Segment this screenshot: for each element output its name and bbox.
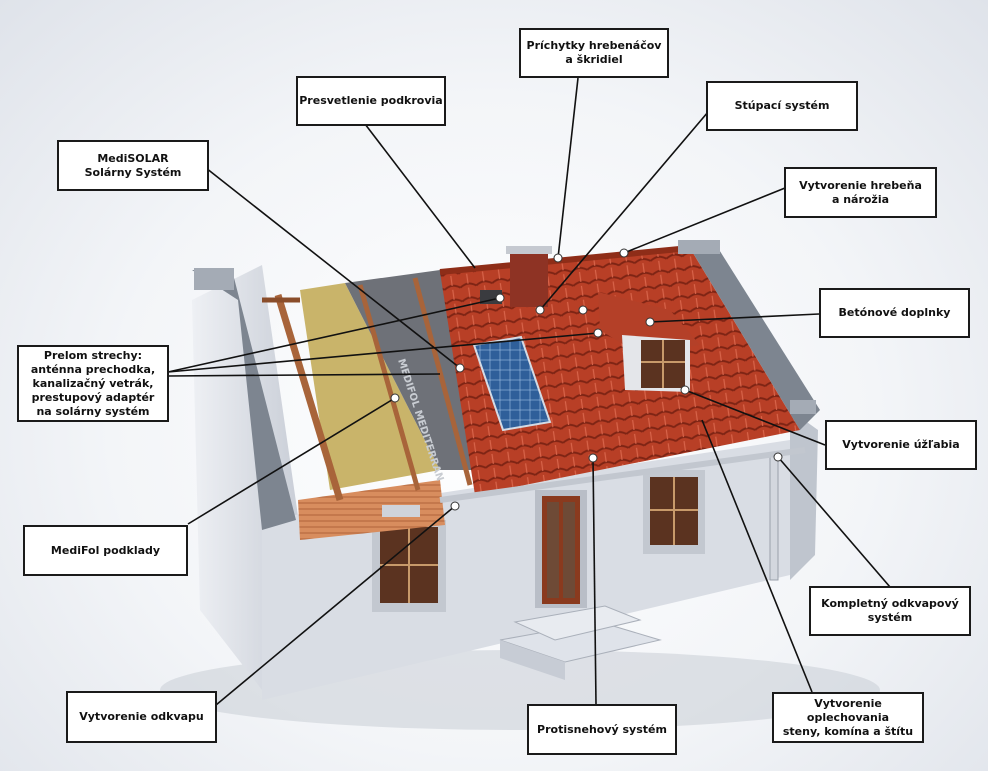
left-parapet-cap bbox=[194, 268, 234, 290]
label-uzlabie: Vytvorenie úžľabia bbox=[825, 420, 977, 470]
solar-panel bbox=[472, 335, 552, 432]
tiled-roof bbox=[440, 248, 800, 495]
eaves-flashing bbox=[382, 505, 420, 517]
dot-betonove bbox=[645, 317, 655, 327]
leader-prichytky bbox=[557, 77, 579, 259]
label-odkvap: Vytvorenie odkvapu bbox=[66, 691, 217, 743]
right-parapet bbox=[690, 248, 820, 430]
roof-ridge bbox=[439, 245, 691, 275]
eaves-boards bbox=[298, 480, 445, 540]
leader-odkvap bbox=[215, 505, 456, 706]
leader-uzlabie bbox=[684, 389, 826, 446]
dot-uzlabie bbox=[680, 385, 690, 395]
chimney bbox=[510, 252, 548, 307]
leader-presvetlenie bbox=[364, 123, 476, 269]
label-oplechovanie: Vytvorenie oplechovania steny, komína a … bbox=[772, 692, 924, 743]
dot-vent bbox=[495, 293, 505, 303]
dot-medifol bbox=[390, 393, 400, 403]
dot-odkvap bbox=[450, 501, 460, 511]
dot-protisnehovy bbox=[588, 453, 598, 463]
leader-betonove bbox=[649, 313, 820, 323]
leader-prelom-1 bbox=[167, 297, 501, 373]
leader-prelom-2 bbox=[167, 332, 599, 373]
dot-prichytky bbox=[553, 253, 563, 263]
downpipe bbox=[769, 454, 779, 581]
label-odkvapovy: Kompletný odkvapový systém bbox=[809, 586, 971, 636]
right-gable-wall bbox=[790, 410, 818, 580]
leader-lines bbox=[167, 77, 891, 706]
left-parapet bbox=[192, 270, 296, 530]
label-protisnehovy: Protisnehový systém bbox=[527, 704, 677, 755]
dot-odkvapovy bbox=[773, 452, 783, 462]
rafter bbox=[357, 284, 421, 491]
leader-odkvapovy bbox=[777, 456, 891, 588]
leader-hreben bbox=[623, 187, 786, 254]
label-prelom: Prelom strechy: anténna prechodka, kanal… bbox=[17, 345, 169, 422]
label-medisolar: MediSOLAR Solárny Systém bbox=[57, 140, 209, 191]
label-stupaci: Stúpací systém bbox=[706, 81, 858, 131]
rafter bbox=[274, 293, 344, 502]
leader-protisnehovy bbox=[592, 457, 597, 705]
label-presvetlenie: Presvetlenie podkrovia bbox=[296, 76, 446, 126]
label-hreben: Vytvorenie hrebeňa a nárožia bbox=[784, 167, 937, 218]
rafter bbox=[412, 277, 473, 486]
chimney-cap bbox=[506, 246, 552, 254]
right-parapet-cap bbox=[678, 240, 720, 254]
callout-dots bbox=[390, 248, 783, 511]
label-prichytky: Príchytky hrebenáčov a škridiel bbox=[519, 28, 669, 78]
leader-medifol bbox=[187, 397, 396, 525]
gutter bbox=[439, 447, 806, 503]
label-betonove: Betónové doplnky bbox=[819, 288, 970, 338]
dot-hreben bbox=[619, 248, 629, 258]
dot-medisolar bbox=[455, 363, 465, 373]
leader-oplechovanie bbox=[701, 419, 813, 693]
label-medifol: MediFol podklady bbox=[23, 525, 188, 576]
leader-medisolar bbox=[205, 167, 461, 369]
dot-stupaci bbox=[535, 305, 545, 315]
leader-stupaci bbox=[539, 111, 709, 311]
leader-prelom-3 bbox=[167, 373, 441, 377]
dot-roof-detail bbox=[578, 305, 588, 315]
dot-prelom bbox=[593, 328, 603, 338]
